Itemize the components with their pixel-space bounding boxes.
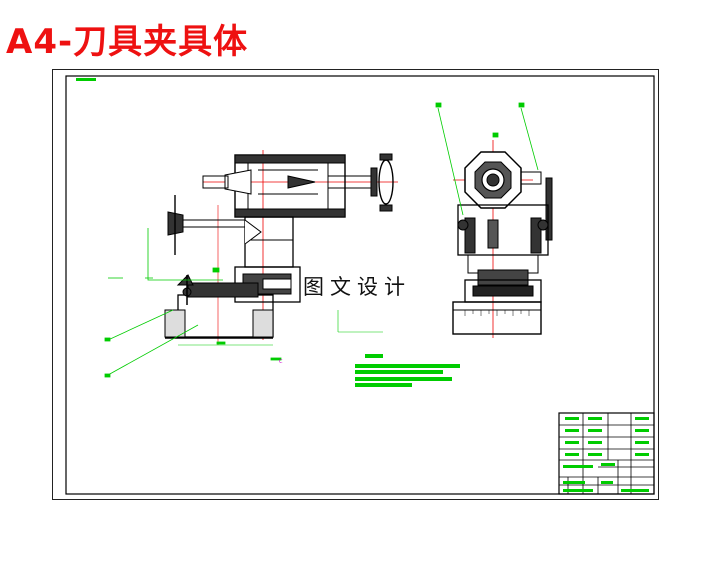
column [244, 216, 294, 268]
side-lever [520, 171, 542, 185]
frame-code-mark [76, 78, 96, 81]
side-lever-rod [545, 177, 553, 241]
technical-notes [355, 354, 460, 387]
inner-frame [65, 75, 655, 495]
front-leaders [104, 228, 282, 378]
watermark-text: 图文设计 [301, 271, 413, 301]
side-handle [182, 219, 246, 228]
side-base [452, 301, 542, 335]
side-leaders [435, 102, 539, 216]
side-scale [464, 310, 530, 316]
housing-bottom-hatch [234, 208, 346, 218]
title-block [558, 412, 655, 495]
drawing-sheet: C [52, 69, 659, 500]
spindle-tip [202, 175, 229, 189]
chuck-nose [224, 169, 252, 195]
title-block-text [563, 417, 649, 492]
side-view [452, 140, 553, 338]
base-foot-right [252, 309, 274, 338]
page-title: A4-刀具夹具体 [6, 22, 249, 62]
base-foot-left [164, 309, 186, 338]
cad-drawing: C [65, 75, 655, 495]
label-c: C [279, 359, 283, 365]
housing-top-hatch [234, 154, 346, 164]
base-top-hatch [187, 282, 259, 298]
front-view [164, 150, 398, 346]
cutter-tip [287, 175, 316, 189]
